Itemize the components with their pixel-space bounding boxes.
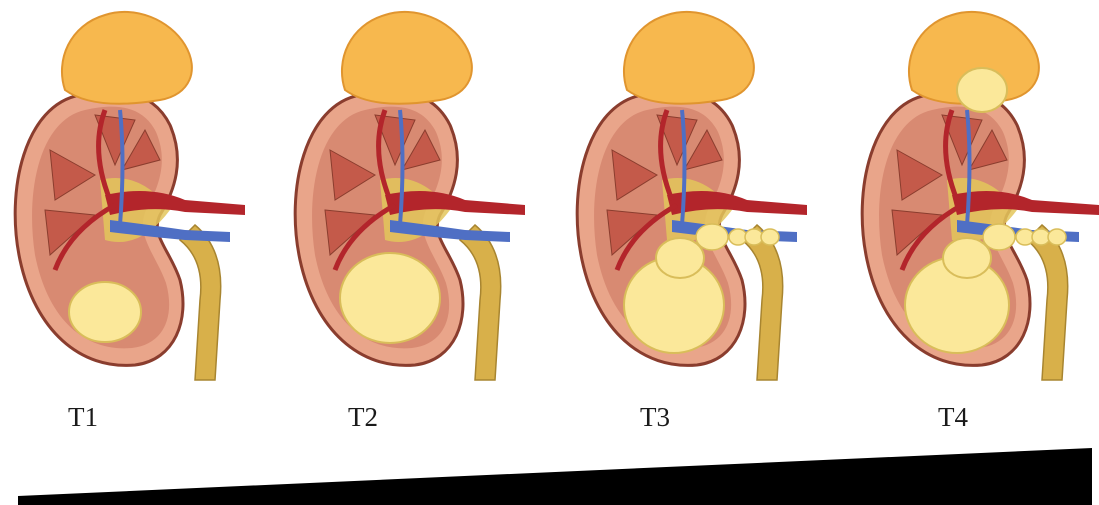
progression-wedge-shape	[18, 448, 1092, 505]
